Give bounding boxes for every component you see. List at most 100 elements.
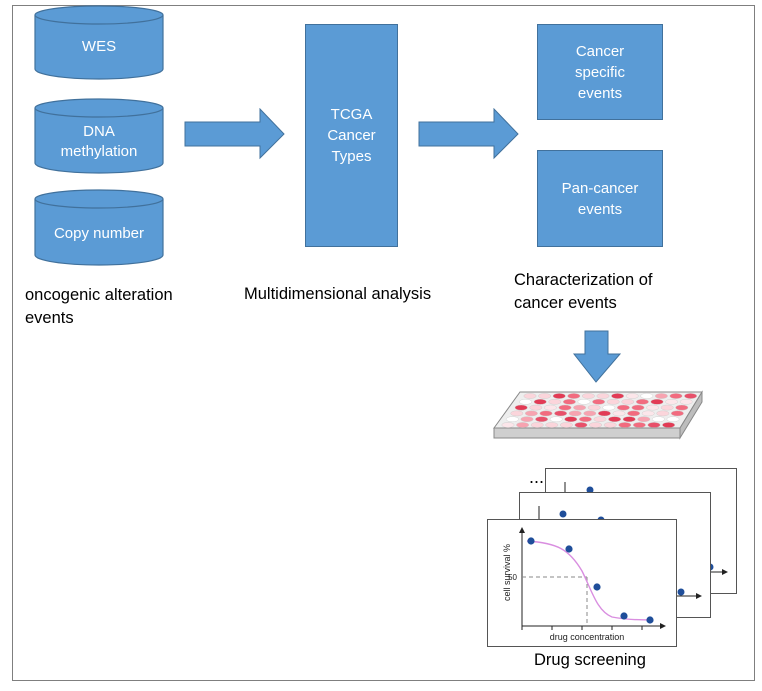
plate-well <box>618 422 632 428</box>
plate-well <box>510 410 524 417</box>
plate-well <box>635 399 649 405</box>
fit-curve <box>526 540 653 621</box>
arrow-right-1 <box>184 108 285 160</box>
plate-well <box>675 404 689 411</box>
tcga-label-line1: TCGA <box>330 106 373 123</box>
pan-cancer-events-box: Pan-cancer events <box>537 150 663 247</box>
plate-well <box>514 404 528 411</box>
dna-label-line2: methylation <box>60 143 138 160</box>
plate-well <box>533 399 547 405</box>
plate-well <box>545 422 559 428</box>
center-caption: Multidimensional analysis <box>244 285 432 303</box>
plate-well <box>516 422 529 428</box>
plate-well <box>589 422 603 428</box>
plate-well <box>665 399 679 405</box>
cancer-specific-line2: specific <box>574 63 626 81</box>
plate-well <box>611 393 625 399</box>
plate-well <box>625 393 639 399</box>
data-points <box>527 537 654 624</box>
sources-caption-line1: oncogenic alteration <box>25 286 173 304</box>
plate-well <box>501 422 515 428</box>
sources-caption-line2: events <box>25 309 74 327</box>
plate-well <box>523 393 537 399</box>
plate-well <box>640 393 654 399</box>
plate-well <box>666 416 680 423</box>
tcga-label-line2: Cancer <box>327 127 376 144</box>
plate-well <box>662 422 676 428</box>
plate-well <box>602 404 616 411</box>
plate-well <box>632 422 646 428</box>
wes-cylinder: WES <box>34 5 164 81</box>
plate-well <box>539 410 553 417</box>
tcga-label-line3: Types <box>331 148 372 165</box>
bottom-caption: Drug screening <box>534 651 646 669</box>
copy-number-cylinder: Copy number <box>34 189 164 267</box>
tcga-cancer-types-box: TCGA Cancer Types <box>305 24 398 247</box>
plate-well <box>558 404 572 411</box>
plate-well <box>549 416 563 423</box>
cancer-specific-events-box: Cancer specific events <box>537 24 663 120</box>
pan-cancer-line1: Pan-cancer <box>561 179 639 197</box>
plate-well <box>608 416 622 423</box>
dna-label-line1: DNA <box>83 123 115 140</box>
ellipsis-label: ... <box>529 467 545 487</box>
plate-well <box>651 416 665 423</box>
copy-number-label: Copy number <box>53 225 145 242</box>
diagram-frame <box>12 5 755 681</box>
arrow-right-2 <box>418 108 519 160</box>
plate-well <box>560 422 573 428</box>
dna-methylation-cylinder: DNA methylation <box>34 98 164 175</box>
cylinder-shape-wes <box>34 5 164 80</box>
plate-well <box>593 416 607 423</box>
wes-label: WES <box>81 38 117 55</box>
well-plate-image <box>493 390 703 440</box>
plate-well <box>579 416 592 423</box>
plate-well <box>679 399 693 405</box>
right-caption-line1: Characterization of <box>514 271 653 289</box>
cancer-specific-line1: Cancer <box>575 42 625 60</box>
plate-well <box>535 416 548 423</box>
pan-cancer-line2: events <box>577 200 623 218</box>
cylinder-shape-dna <box>34 98 164 174</box>
plate-well <box>592 399 606 405</box>
cancer-specific-line3: events <box>577 84 623 102</box>
plate-well <box>529 404 543 411</box>
plate-well <box>552 393 566 399</box>
plate-well <box>525 410 538 417</box>
plate-well <box>622 416 636 423</box>
plate-well <box>654 393 668 399</box>
dose-response-plot: 50 cell survival % drug concentration <box>487 519 677 647</box>
plate-well <box>684 393 698 399</box>
plate-well <box>612 410 626 417</box>
plate-well <box>641 410 655 417</box>
plate-well <box>621 399 635 405</box>
plate-well <box>544 404 557 411</box>
plate-well <box>506 416 519 423</box>
plate-well <box>563 399 576 405</box>
plate-well <box>647 422 661 428</box>
plate-well <box>574 422 588 428</box>
plate-well <box>596 393 610 399</box>
plate-well <box>520 416 534 423</box>
plate-well <box>670 410 684 417</box>
plate-well <box>660 404 674 411</box>
plate-well <box>568 410 582 417</box>
plate-well <box>606 399 620 405</box>
sources-caption: oncogenic alteration events <box>25 284 173 330</box>
plate-well <box>519 399 532 405</box>
plate-well <box>616 404 630 411</box>
y-axis-label: cell survival % <box>502 544 512 601</box>
plate-wells <box>501 393 698 428</box>
plate-well <box>573 404 587 411</box>
arrow-down <box>572 330 622 383</box>
plate-well <box>631 404 645 411</box>
plate-well <box>603 422 617 428</box>
plate-well <box>564 416 578 423</box>
plate-well <box>530 422 544 428</box>
plate-well <box>650 399 664 405</box>
plate-well <box>669 393 683 399</box>
plate-well <box>554 410 568 417</box>
right-caption-line2: cancer events <box>514 294 617 312</box>
plate-well <box>538 393 551 399</box>
plate-well <box>577 399 591 405</box>
